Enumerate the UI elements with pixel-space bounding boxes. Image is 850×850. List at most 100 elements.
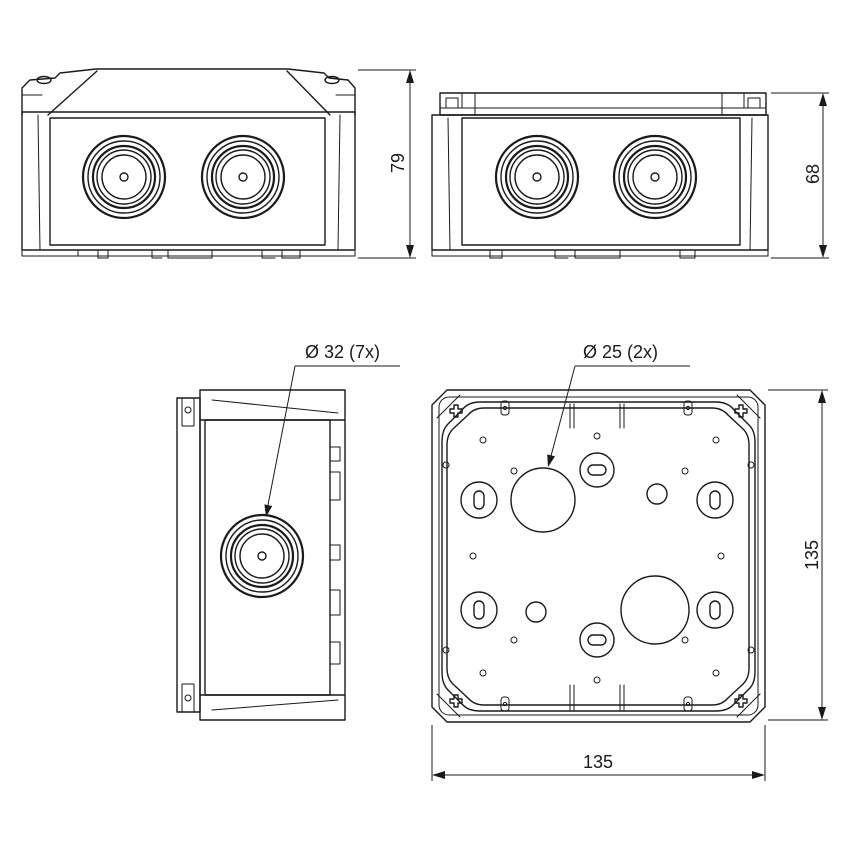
gland-center-hole [532,172,542,182]
mounting-slot-opening [709,600,721,620]
mounting-pin-hole [442,461,450,469]
end-base-slope [211,699,339,711]
gland-center-hole [257,551,267,561]
fixing-tab-outline [683,696,693,712]
knockout-hole [525,601,547,623]
callout-arrow [547,454,555,467]
mounting-pin-hole [510,467,518,475]
gland-membrane [632,154,678,200]
dimension-side-height: 68 [771,92,829,259]
mounting-pin-hole [479,669,487,677]
mounting-slot [460,591,498,629]
fixing-tab-outline [500,400,510,416]
dimension-arrow-top [818,390,826,403]
gland-callout-label: Ø 32 (7x) [305,342,380,362]
base-corner-diagonals [436,394,761,718]
lid-screw [449,404,463,418]
front-inner-frame [49,117,326,246]
mounting-slot [460,481,498,519]
end-flange-tab-top [181,397,195,427]
mounting-slot-opening [587,464,607,476]
end-lid-slope [211,399,339,414]
front-body-side-left [37,114,41,251]
fixing-tab [683,400,693,416]
fixing-tab-outline [683,400,693,416]
mounting-pin-hole [712,436,720,444]
base-features [442,400,755,712]
side-gland-right [612,134,698,220]
gland-outer-ring [219,513,305,599]
mounting-slot [579,452,615,488]
hole-callout-label: Ø 25 (2x) [583,342,658,362]
front-lid-slope-right [286,70,331,116]
mounting-slot [696,591,734,629]
mounting-slot-boss [460,591,498,629]
front-lid-outline [21,68,356,116]
gland-seal-ring [91,144,157,210]
side-body-edges [447,117,753,251]
front-body-outline [21,111,356,251]
base-rim [438,396,759,716]
gland-seal-ring [210,144,276,210]
dimension-front-height: 79 [358,69,416,259]
gland-seal-inner [234,528,290,584]
mounting-slot-boss [696,481,734,519]
lid-screw [734,694,748,708]
gland-center-hole [650,172,660,182]
gland-body [500,140,574,214]
mounting-pin-hole [593,432,601,440]
mounting-pin-hole [681,636,689,644]
mounting-slot-boss [579,452,615,488]
end-side-ribs [329,446,341,665]
gland-outer-ring [494,134,580,220]
fixing-tab-hole [685,701,691,707]
dimension-arrow-top [406,70,414,83]
gland-seal-ring [504,144,570,210]
front-lid-screw-right [324,75,340,85]
dimension-extension-lines [768,389,828,721]
mounting-pin-hole [747,646,755,654]
mounting-pin-hole [717,552,725,560]
fixing-tab-hole [502,405,508,411]
front-base-feet [21,249,356,259]
mounting-slot [696,481,734,519]
base-gasket-groove [441,401,756,712]
gland-body [618,140,692,214]
mounting-pin-hole [593,676,601,684]
fixing-tab-hole [502,701,508,707]
dimension-arrow-bottom [406,245,414,258]
mounting-slot [579,622,615,658]
gland-seal-inner [627,149,683,205]
front-gland-right [200,134,286,220]
gland-membrane [220,154,266,200]
gland-membrane [239,533,285,579]
lid-screw-cross [734,694,748,708]
mounting-slot-boss [460,481,498,519]
fixing-tab-hole [685,405,691,411]
end-clip-top [184,406,192,414]
mounting-slot-boss [696,591,734,629]
gland-seal-ring [622,144,688,210]
dimension-extension-lines [358,69,416,259]
gland-center-hole [119,172,129,182]
base-outline [431,389,766,723]
base-height-label: 135 [802,540,822,570]
dimension-base-width: 135 [431,725,766,781]
fixing-tab [683,696,693,712]
callout-leader [267,365,296,506]
dimension-extension-lines [431,725,766,781]
gland-callout: Ø 32 (7x) [264,342,400,517]
end-inner-frame [204,419,331,696]
mounting-pin-hole [747,461,755,469]
gland-body [206,140,280,214]
dimension-arrow-bottom [818,707,826,720]
end-flange-tab-bottom [181,683,195,713]
dimension-arrow-bottom [819,245,827,258]
fixing-tab [500,400,510,416]
front-lid-screw-left [36,75,52,85]
mounting-pin-hole [681,467,689,475]
side-lid-clip-left [445,92,476,116]
gland-body [87,140,161,214]
gland-body [225,519,299,593]
